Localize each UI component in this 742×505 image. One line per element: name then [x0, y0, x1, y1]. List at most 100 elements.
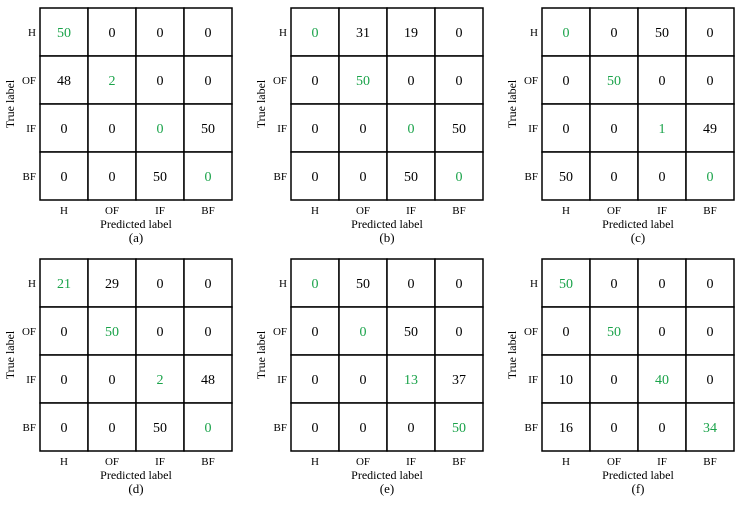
cell-value: 40: [655, 373, 669, 388]
y-axis-label: True label: [505, 79, 519, 128]
cell-value: 0: [707, 373, 714, 388]
cell-value: 2: [109, 74, 116, 89]
matrix-cell: [589, 258, 639, 308]
cell-value: 0: [109, 421, 116, 436]
cell-value: 0: [312, 170, 319, 185]
y-tick-label: H: [279, 278, 287, 290]
cell-value: 0: [61, 373, 68, 388]
matrix-cell: [434, 7, 484, 57]
y-tick-label: OF: [273, 75, 287, 87]
matrix-cell: [290, 55, 340, 105]
matrix-cell: [386, 7, 436, 57]
cell-value: 0: [707, 74, 714, 89]
cell-value: 0: [205, 170, 212, 185]
x-tick-label: BF: [201, 205, 214, 217]
cell-value: 0: [408, 122, 415, 137]
y-tick-label: BF: [274, 171, 287, 183]
matrix-cell: [135, 258, 185, 308]
cell-value: 50: [452, 421, 466, 436]
x-tick-label: IF: [406, 456, 416, 468]
matrix-cell: [434, 354, 484, 404]
matrix-cell: [541, 151, 591, 201]
subfigure-caption: (a): [129, 230, 143, 245]
cell-value: 16: [559, 421, 573, 436]
cell-value: 0: [312, 277, 319, 292]
matrix-cell: [87, 55, 137, 105]
cell-value: 10: [559, 373, 573, 388]
cell-value: 0: [360, 325, 367, 340]
matrix-cell: [290, 402, 340, 452]
matrix-cell: [183, 258, 233, 308]
y-axis-label: True label: [3, 330, 17, 379]
y-tick-label: OF: [273, 326, 287, 338]
x-tick-label: H: [311, 456, 319, 468]
cell-value: 50: [607, 74, 621, 89]
cell-value: 50: [559, 170, 573, 185]
cell-value: 0: [408, 74, 415, 89]
cell-value: 0: [360, 421, 367, 436]
x-axis-label: Predicted label: [351, 217, 423, 231]
cell-value: 34: [703, 421, 717, 436]
cell-value: 0: [360, 373, 367, 388]
cell-value: 0: [109, 122, 116, 137]
x-tick-label: H: [562, 205, 570, 217]
cell-value: 0: [659, 277, 666, 292]
x-tick-label: OF: [356, 456, 370, 468]
cell-value: 0: [312, 373, 319, 388]
matrix-cell: [290, 151, 340, 201]
matrix-cell: [290, 7, 340, 57]
y-axis-label: True label: [505, 330, 519, 379]
matrix-cell: [183, 306, 233, 356]
cell-value: 0: [205, 421, 212, 436]
matrix-cell: [386, 402, 436, 452]
y-tick-label: BF: [23, 171, 36, 183]
cell-value: 0: [61, 421, 68, 436]
matrix-cell: [541, 306, 591, 356]
x-axis-label: Predicted label: [100, 217, 172, 231]
cell-value: 0: [157, 277, 164, 292]
matrix-cell: [87, 103, 137, 153]
cell-value: 48: [57, 74, 71, 89]
y-tick-label: BF: [525, 171, 538, 183]
matrix-cell: [183, 55, 233, 105]
cell-value: 50: [57, 26, 71, 41]
cell-value: 0: [109, 373, 116, 388]
cell-value: 0: [157, 26, 164, 41]
matrix-cell: [87, 402, 137, 452]
x-tick-label: OF: [356, 205, 370, 217]
matrix-cell: [589, 402, 639, 452]
cell-value: 0: [456, 170, 463, 185]
matrix-cell: [541, 402, 591, 452]
cell-value: 0: [659, 170, 666, 185]
subfigure-caption: (f): [632, 481, 645, 496]
y-tick-label: H: [279, 27, 287, 39]
cell-value: 1: [659, 122, 666, 137]
subfigure-caption: (b): [379, 230, 394, 245]
subfigure-caption: (c): [631, 230, 645, 245]
x-axis-label: Predicted label: [100, 468, 172, 482]
cell-value: 50: [559, 277, 573, 292]
y-tick-label: H: [28, 27, 36, 39]
matrix-cell: [39, 306, 89, 356]
cell-value: 0: [611, 122, 618, 137]
x-tick-label: H: [562, 456, 570, 468]
cell-value: 50: [356, 277, 370, 292]
matrix-cell: [183, 7, 233, 57]
y-tick-label: OF: [524, 75, 538, 87]
matrix-cell: [386, 354, 436, 404]
matrix-cell: [39, 151, 89, 201]
matrix-cell: [183, 151, 233, 201]
cell-value: 29: [105, 277, 119, 292]
y-tick-label: H: [530, 278, 538, 290]
cell-value: 31: [356, 26, 370, 41]
matrix-cell: [434, 151, 484, 201]
cell-value: 0: [312, 325, 319, 340]
matrix-cell: [637, 354, 687, 404]
matrix-cell: [637, 151, 687, 201]
y-tick-label: BF: [525, 422, 538, 434]
x-tick-label: OF: [105, 456, 119, 468]
matrix-cell: [338, 258, 388, 308]
cell-value: 0: [707, 325, 714, 340]
cell-value: 49: [703, 122, 717, 137]
